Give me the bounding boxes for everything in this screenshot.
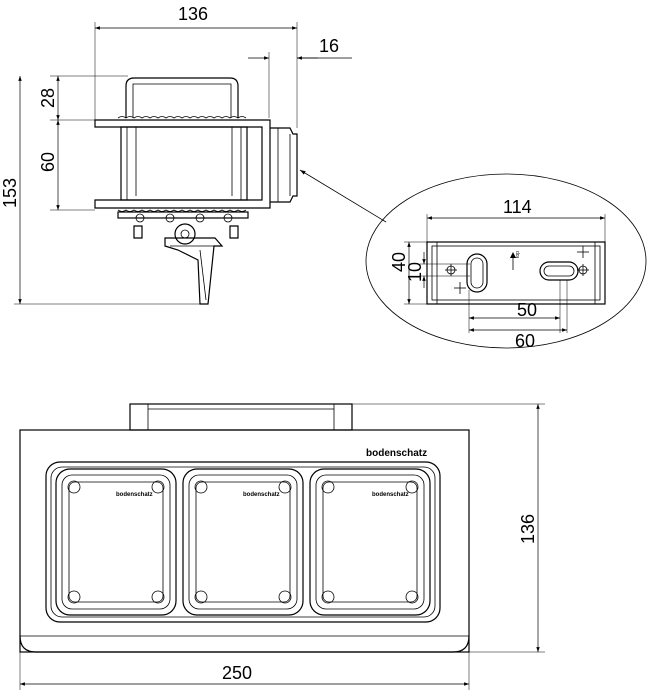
side-view-body bbox=[94, 77, 298, 305]
front-height-label: 136 bbox=[518, 514, 538, 544]
socket-2: bodenschatz bbox=[182, 468, 304, 616]
front-brand-label: bodenschatz bbox=[366, 448, 427, 459]
horizontal-slot bbox=[539, 261, 579, 281]
socket-3-brand: bodenschatz bbox=[372, 492, 409, 498]
side-total-height-label: 153 bbox=[0, 178, 20, 208]
front-view: bodenschatz bodenschatz bodenschatz bbox=[19, 403, 545, 690]
side-vertical-dimensions: 28 60 153 bbox=[0, 75, 205, 305]
vertical-slot bbox=[466, 253, 488, 293]
detail-height-label: 40 bbox=[389, 252, 409, 272]
detail-small-label: 10 bbox=[405, 262, 425, 282]
detail-view: 114 top 40 10 bbox=[365, 173, 647, 351]
side-top-height-label: 28 bbox=[38, 88, 58, 108]
socket-1-brand: bodenschatz bbox=[116, 492, 153, 498]
side-view: 136 16 28 60 153 bbox=[0, 4, 387, 305]
detail-ellipse bbox=[365, 173, 647, 349]
detail-width-label: 114 bbox=[503, 197, 532, 217]
side-offset-dimension: 16 bbox=[248, 36, 352, 118]
side-width-label: 136 bbox=[178, 4, 208, 24]
detail-leader-line bbox=[299, 169, 387, 223]
mounting-plate bbox=[426, 241, 606, 305]
socket-3: bodenschatz bbox=[309, 468, 431, 616]
side-middle-height-label: 60 bbox=[38, 152, 58, 172]
detail-hole-spacing-label: 50 bbox=[517, 300, 537, 320]
socket-1: bodenschatz bbox=[55, 468, 177, 616]
top-marker-label: top bbox=[515, 251, 521, 258]
side-offset-label: 16 bbox=[319, 36, 339, 56]
front-width-label: 250 bbox=[222, 663, 252, 683]
detail-slot-spacing-label: 60 bbox=[515, 331, 535, 351]
front-housing bbox=[19, 429, 470, 653]
side-width-dimension: 136 bbox=[94, 4, 298, 128]
top-connector bbox=[129, 403, 353, 431]
socket-frame bbox=[45, 461, 441, 623]
socket-2-brand: bodenschatz bbox=[243, 492, 280, 498]
